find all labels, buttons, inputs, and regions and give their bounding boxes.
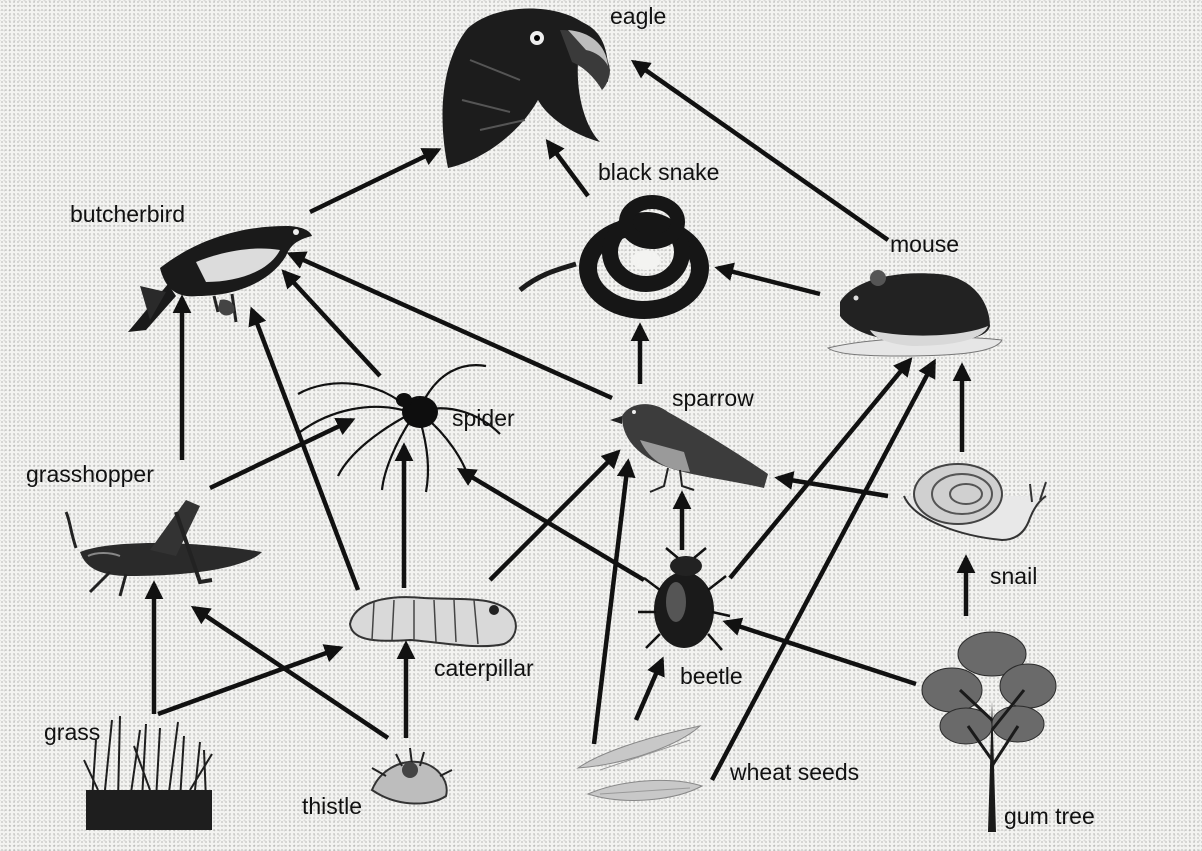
arrow-butcherbird-to-eagle: [310, 150, 438, 212]
label-beetle: beetle: [680, 663, 743, 689]
caterpillar-illustration: [350, 597, 516, 646]
feeding-arrows: [154, 62, 966, 780]
label-grass: grass: [44, 719, 100, 745]
arrow-mouse-to-black-snake: [718, 268, 820, 294]
arrow-grasshopper-to-spider: [210, 420, 352, 488]
arrow-gum-tree-to-beetle: [726, 622, 916, 684]
grasshopper-illustration: [66, 500, 262, 596]
label-wheat-seeds: wheat seeds: [729, 759, 859, 785]
butcherbird-illustration: [128, 226, 312, 332]
arrow-caterpillar-to-butcherbird: [252, 310, 358, 590]
arrow-caterpillar-to-sparrow: [490, 452, 618, 580]
label-sparrow: sparrow: [672, 385, 754, 411]
label-spider: spider: [452, 405, 515, 431]
label-eagle: eagle: [610, 3, 666, 29]
label-caterpillar: caterpillar: [434, 655, 534, 681]
arrow-wheat-seeds-to-beetle: [636, 660, 662, 720]
eagle-illustration: [443, 8, 610, 168]
sparrow-illustration: [610, 404, 768, 492]
label-mouse: mouse: [890, 231, 959, 257]
black-snake-illustration: [520, 202, 700, 310]
arrow-grass-to-caterpillar: [158, 648, 340, 714]
label-butcherbird: butcherbird: [70, 201, 185, 227]
label-gum-tree: gum tree: [1004, 803, 1095, 829]
label-grasshopper: grasshopper: [26, 461, 154, 487]
gum-tree-illustration: [922, 632, 1056, 832]
arrow-wheat-seeds-to-sparrow: [594, 462, 628, 744]
mouse-illustration: [828, 270, 1002, 356]
label-thistle: thistle: [302, 793, 362, 819]
label-black-snake: black snake: [598, 159, 719, 185]
arrow-sparrow-to-butcherbird: [290, 254, 612, 398]
arrow-wheat-seeds-to-mouse: [712, 362, 934, 780]
snail-illustration: [904, 464, 1046, 540]
label-snail: snail: [990, 563, 1037, 589]
beetle-illustration: [638, 548, 730, 650]
grass-illustration: [84, 716, 212, 830]
arrow-black-snake-to-eagle: [548, 142, 588, 196]
thistle-illustration: [372, 748, 452, 804]
